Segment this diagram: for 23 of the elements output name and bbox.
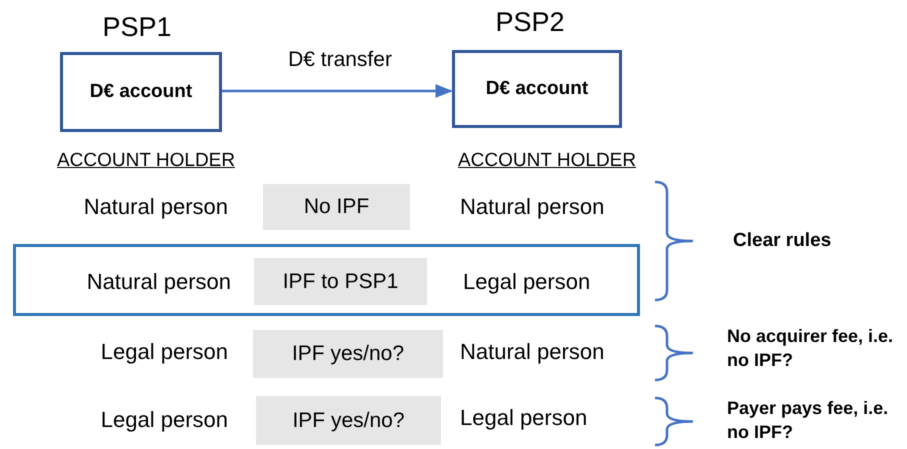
column-heading: ACCOUNT HOLDER [57,149,236,173]
holder-type-text: Natural person [84,193,228,222]
column-heading: ACCOUNT HOLDER [458,149,636,173]
highlight-frame [13,244,640,316]
bank-heading: PSP1 [102,12,172,43]
bank-heading: PSP2 [495,7,565,38]
holder-type-text: Legal person [100,406,228,434]
fee-box: IPF yes/no? [253,330,443,378]
fee-box: No IPF [263,184,410,230]
holder-type-text: Legal person [463,268,590,296]
holder-type-text: Natural person [86,268,231,296]
account-box: D€ account [60,52,222,132]
holder-type-text: Legal person [100,338,228,366]
fee-box: IPF yes/no? [256,396,441,445]
holder-type-text: Legal person [460,404,588,432]
bracket-note: Clear rules [733,229,832,254]
account-box: D€ account [452,50,622,128]
fee-box: IPF to PSP1 [254,258,427,305]
bracket-note: No acquirer fee, i.e. no IPF? [727,325,894,372]
arrow [222,84,453,98]
bracket-note: Payer pays fee, i.e. no IPF? [727,397,890,444]
holder-type-text: Natural person [460,338,604,366]
holder-type-text: Natural person [460,193,604,222]
